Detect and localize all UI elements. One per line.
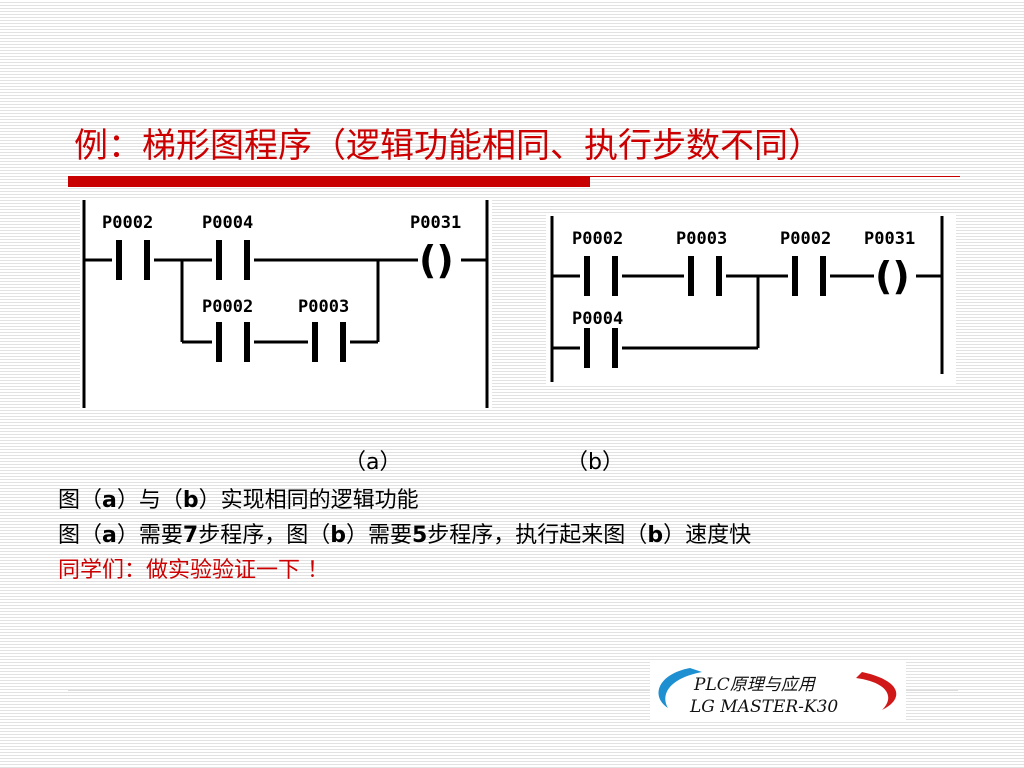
text-fragment: ）速度快	[663, 523, 752, 548]
label-p0004: P0004	[202, 213, 253, 233]
coil-symbol-b: ()	[875, 254, 910, 298]
caption-a: （a）	[344, 450, 402, 475]
label-p0002-first: P0002	[572, 229, 623, 249]
text-fragment: ）需要	[345, 523, 412, 548]
ladder-b-svg: P0002 P0003 P0002 P0004 P0031 ()	[550, 216, 944, 382]
text-bold: a	[102, 523, 117, 548]
text-fragment: ）需要	[116, 523, 183, 548]
text-bold: b	[330, 523, 346, 548]
text-fragment: 步程序，图（	[198, 523, 331, 548]
slide-title: 例：梯形图程序（逻辑功能相同、执行步数不同）	[74, 126, 822, 166]
label-p0002-top: P0002	[102, 213, 153, 233]
ladder-diagram-a: P0002 P0004 P0002 P0003 P0031 ()	[80, 198, 492, 410]
label-coil-p0031: P0031	[864, 229, 915, 249]
contact-p0002-branch	[216, 322, 222, 362]
label-p0003: P0003	[676, 229, 727, 249]
text-fragment: 图（	[58, 523, 103, 548]
logo-line-1: PLC原理与应用	[693, 675, 817, 695]
title-underline-bar	[68, 176, 590, 187]
label-coil-p0031: P0031	[410, 213, 461, 233]
label-p0002-branch: P0002	[202, 297, 253, 317]
text-bold: b	[182, 488, 199, 513]
body-line-2: 图（a）需要7步程序，图（b）需要5步程序，执行起来图（b）速度快	[58, 517, 751, 549]
footer-divider	[68, 690, 958, 691]
coil-symbol-a: ()	[419, 238, 454, 282]
body-line-1: 图（a）与（b）实现相同的逻辑功能	[58, 482, 419, 514]
ladder-diagram-b: P0002 P0003 P0002 P0004 P0031 ()	[546, 214, 956, 384]
contact-p0003	[688, 256, 694, 296]
label-p0004: P0004	[572, 309, 623, 329]
text-bold: a	[102, 488, 117, 513]
label-p0003-branch: P0003	[298, 297, 349, 317]
text-fragment: 步程序，执行起来图（	[427, 523, 648, 548]
contact-p0004	[216, 240, 222, 280]
text-fragment: ）实现相同的逻辑功能	[198, 488, 419, 513]
contact-p0004	[584, 328, 590, 368]
logo-line-2: LG MASTER-K30	[689, 697, 838, 717]
contact-p0003-branch	[312, 322, 318, 362]
ladder-a-svg: P0002 P0004 P0002 P0003 P0031 ()	[82, 200, 489, 408]
plc-course-logo: PLC原理与应用 LG MASTER-K30	[650, 660, 906, 722]
text-bold: 7	[182, 523, 199, 548]
contact-p0002-first	[584, 256, 590, 296]
caption-b: （b）	[566, 450, 624, 475]
logo-red-swoosh	[856, 672, 897, 710]
text-bold: b	[647, 523, 664, 548]
contact-p0002-top	[116, 240, 122, 280]
text-bold: 5	[411, 523, 428, 548]
logo-blue-swoosh	[658, 668, 702, 708]
title-underline-rule	[590, 176, 960, 177]
text-fragment: 图（	[58, 488, 103, 513]
label-p0002-second: P0002	[780, 229, 831, 249]
logo-svg: PLC原理与应用 LG MASTER-K30	[658, 668, 897, 717]
contact-p0002-second	[792, 256, 798, 296]
text-fragment: ）与（	[116, 488, 183, 513]
body-line-3: 同学们：做实验验证一下 ！	[58, 558, 329, 583]
